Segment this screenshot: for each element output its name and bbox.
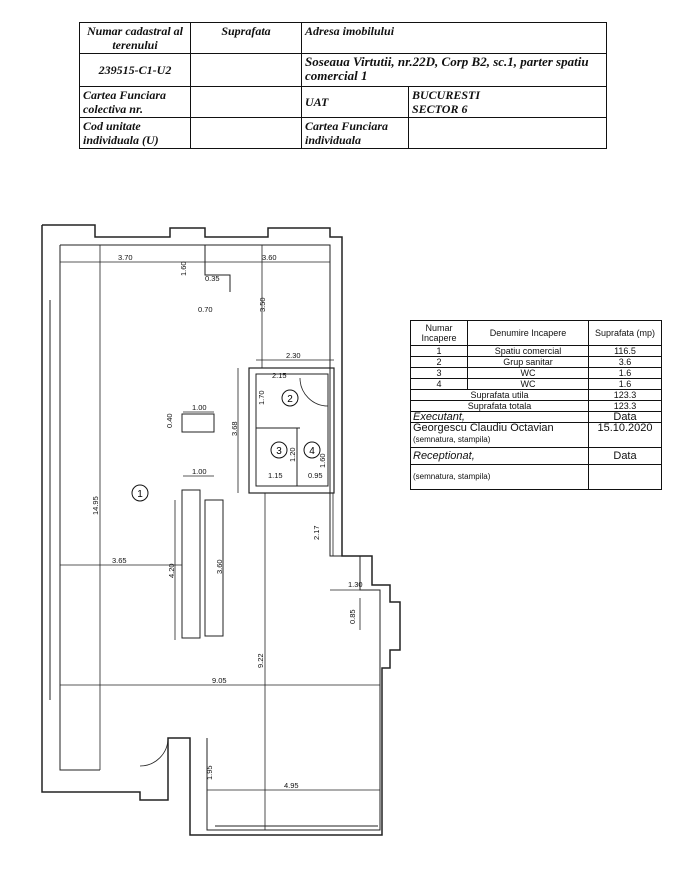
inner-wall-left [59,245,100,771]
dim-368: 3.68 [230,421,239,436]
shelf-right [204,499,224,637]
dim-195: 1.95 [205,765,214,780]
dim-100a: 1.00 [192,403,207,412]
dim-115: 1.15 [268,471,283,480]
room-4-marker [303,441,321,459]
uat-sector: SECTOR 6 [412,102,468,116]
dim-365: 3.65 [112,556,127,565]
dim-040: 0.40 [165,413,174,428]
dimension-labels: 3.70 1.60 0.35 3.60 0.70 3.50 2.30 2.15 … [91,253,363,790]
executant-data-label: Data [588,411,662,423]
header-suprafata-label: Suprafata [190,22,302,54]
address-value: Soseaua Virtutii, nr.22D, Corp B2, sc.1,… [301,53,607,87]
dim-035: 0.35 [205,274,220,283]
room-2-marker [281,389,299,407]
inner-wall [60,244,381,831]
dim-160: 1.60 [179,261,188,276]
dim-070: 0.70 [198,305,213,314]
executant-date: 15.10.2020 [588,422,662,433]
dim-100b: 1.00 [192,467,207,476]
room-4-label: 4 [309,446,315,457]
room-markers: 1 2 3 4 [131,389,321,502]
carte-funciara-individuala-cell [408,117,607,149]
dim-420: 4.20 [167,563,176,578]
dim-120: 1.20 [288,447,297,462]
room-3-label: 3 [276,446,282,457]
header-adresa-label: Adresa imobilului [301,22,607,54]
dimension-lines [60,245,380,830]
dim-095: 0.95 [308,471,323,480]
carte-funciara-individuala-label: Cartea Funciara individuala [301,117,409,149]
dim-922: 9.22 [256,653,265,668]
dim-130: 1.30 [348,580,363,589]
door-swing-2 [299,377,329,407]
sanitary-inner [255,373,329,487]
receptionat-semnatura-cell [588,464,662,490]
carte-funciara-colectiva-label: Cartea Funciara colectiva nr. [79,86,191,118]
dim-170: 1.70 [257,390,266,405]
header-cadastral-label: Numar cadastral al terenului [79,22,191,54]
executant-label: Executant, [410,411,589,423]
dim-160b: 1.60 [318,453,327,468]
dim-1495: 14.95 [91,496,100,515]
pillar [181,413,215,433]
uat-city: BUCURESTI [412,88,481,102]
dim-217: 2.17 [312,525,321,540]
upper-partition [204,245,231,292]
sanitary-block [248,367,335,494]
shelf-left [181,489,201,639]
dim-905: 9.05 [212,676,227,685]
dim-350: 3.50 [258,297,267,312]
dim-370: 3.70 [118,253,133,262]
dim-495: 4.95 [284,781,299,790]
room-3-marker [270,441,288,459]
dim-085: 0.85 [348,609,357,624]
table-row: 1 Spatiu comercial 116.5 [410,345,662,357]
dim-230: 2.30 [286,351,301,360]
cadastral-info-table: Numar cadastral al terenului Suprafata A… [79,22,607,149]
cod-unitate-label: Cod unitate individuala (U) [79,117,191,149]
room-2-label: 2 [287,394,293,405]
plan-walls [41,224,401,836]
dim-360b: 3.60 [215,559,224,574]
cod-unitate-cell [190,117,302,149]
rooms-header-denumire: Denumire Incapere [467,320,589,346]
cadastral-number: 239515-C1-U2 [79,53,191,87]
entrance-door [139,737,169,767]
dim-215: 2.15 [272,371,287,380]
dim-360a: 3.60 [262,253,277,262]
room-1-label: 1 [137,489,143,500]
room-1-marker [131,484,149,502]
rooms-table: Numar Incapere Denumire Incapere Suprafa… [410,320,662,490]
outer-wall [41,224,401,836]
carte-funciara-colectiva-cell [190,86,302,118]
